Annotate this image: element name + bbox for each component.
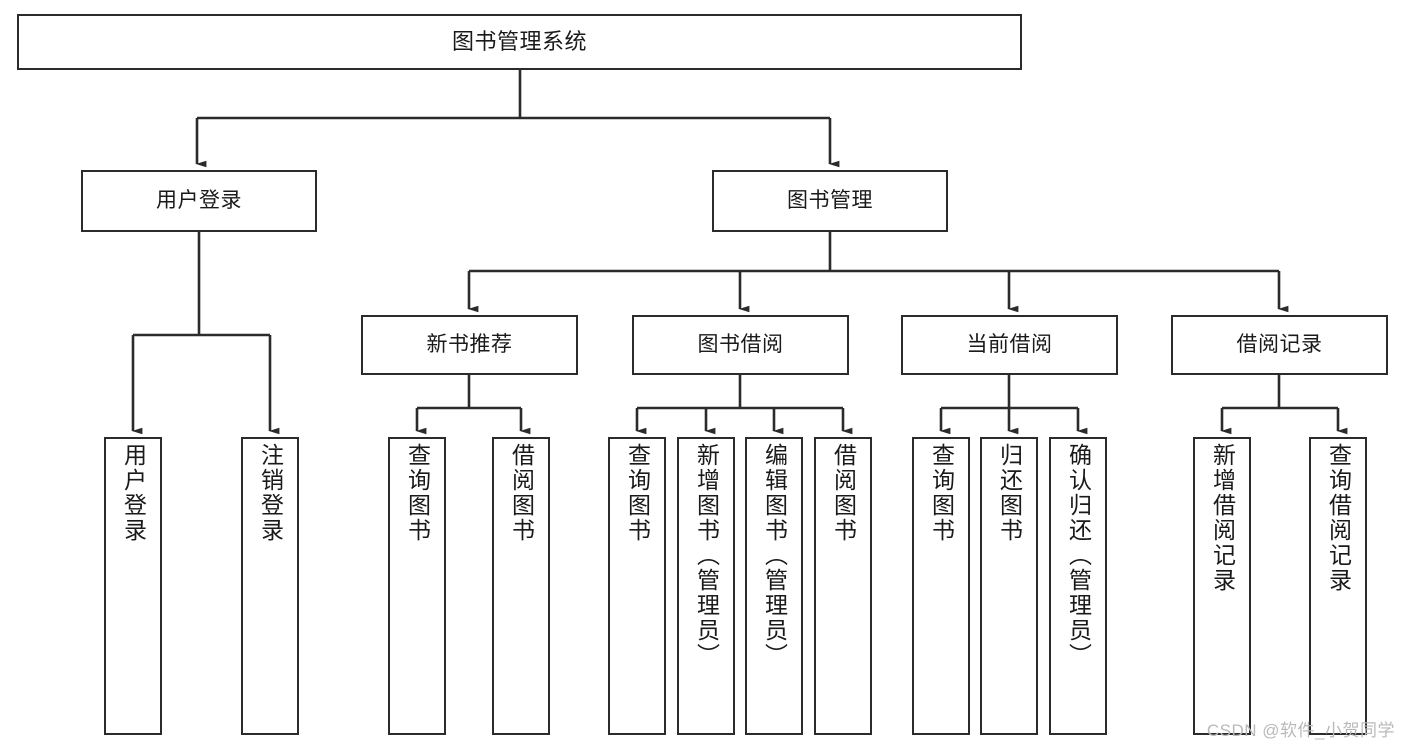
node-borrowing-records[interactable]: 借阅记录	[1171, 315, 1388, 375]
node-label: 查询图书	[404, 443, 431, 543]
node-label: 确认归还（管理员）	[1065, 443, 1092, 668]
node-label: 查询借阅记录	[1325, 443, 1352, 593]
node-user-login[interactable]: 用户登录	[81, 170, 317, 232]
node-label: 新增图书（管理员）	[693, 443, 720, 668]
node-label: 查询图书	[624, 443, 651, 543]
leaf-borrow-edit-book-admin[interactable]: 编辑图书（管理员）	[745, 437, 803, 735]
node-label: 借阅图书	[830, 443, 857, 543]
node-label: 图书管理	[787, 188, 873, 212]
leaf-records-query-record[interactable]: 查询借阅记录	[1309, 437, 1367, 735]
node-label: 新增借阅记录	[1209, 443, 1236, 593]
leaf-borrow-query-books[interactable]: 查询图书	[608, 437, 666, 735]
leaf-current-return-books[interactable]: 归还图书	[980, 437, 1038, 735]
leaf-current-query-books[interactable]: 查询图书	[912, 437, 970, 735]
node-label: 图书管理系统	[451, 29, 587, 55]
leaf-current-confirm-return-admin[interactable]: 确认归还（管理员）	[1049, 437, 1107, 735]
node-root-book-management-system[interactable]: 图书管理系统	[17, 14, 1022, 70]
watermark-text: CSDN @软件_小贺同学	[1206, 721, 1395, 740]
leaf-borrow-borrow-books[interactable]: 借阅图书	[814, 437, 872, 735]
node-label: 归还图书	[996, 443, 1023, 543]
leaf-records-add-record[interactable]: 新增借阅记录	[1193, 437, 1251, 735]
node-label: 图书借阅	[697, 332, 784, 356]
node-label: 用户登录	[156, 188, 242, 212]
node-label: 借阅记录	[1236, 332, 1323, 356]
leaf-new-book-borrow-books[interactable]: 借阅图书	[492, 437, 550, 735]
node-current-borrowing[interactable]: 当前借阅	[901, 315, 1118, 375]
node-label: 查询图书	[928, 443, 955, 543]
node-book-borrowing[interactable]: 图书借阅	[632, 315, 849, 375]
node-label: 编辑图书（管理员）	[761, 443, 788, 668]
node-label: 注销登录	[257, 443, 284, 543]
node-label: 当前借阅	[966, 332, 1053, 356]
leaf-new-book-query-books[interactable]: 查询图书	[388, 437, 446, 735]
leaf-user-login[interactable]: 用户登录	[104, 437, 162, 735]
leaf-borrow-add-book-admin[interactable]: 新增图书（管理员）	[677, 437, 735, 735]
node-label: 借阅图书	[508, 443, 535, 543]
node-new-book-recommendation[interactable]: 新书推荐	[361, 315, 578, 375]
node-label: 用户登录	[120, 443, 147, 543]
node-label: 新书推荐	[426, 332, 513, 356]
leaf-logout[interactable]: 注销登录	[241, 437, 299, 735]
node-book-management[interactable]: 图书管理	[712, 170, 948, 232]
